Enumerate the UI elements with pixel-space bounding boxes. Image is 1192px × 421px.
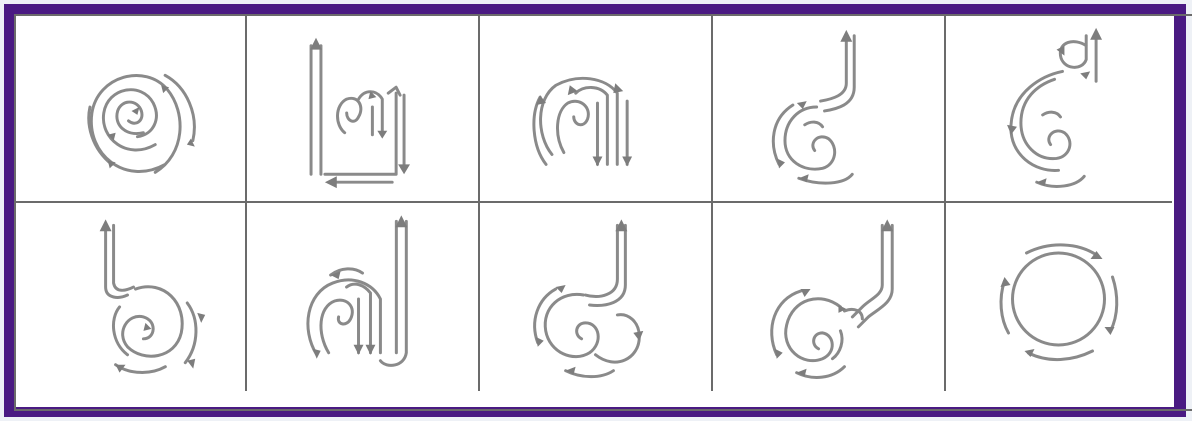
- letter-cell-8: [480, 203, 713, 391]
- letter-cell-4: [713, 16, 946, 203]
- box-letter-2-glyph: [247, 16, 478, 201]
- letter-tracing-grid: [14, 14, 1192, 411]
- hook-letter-4-glyph: [713, 16, 944, 201]
- tail-letter-6-glyph: [16, 203, 245, 391]
- letter-cell-10: [946, 203, 1172, 391]
- letter-cell-2: [247, 16, 480, 203]
- letter-cell-1: [16, 16, 247, 203]
- twist-letter-9-glyph: [713, 203, 944, 391]
- circle-10-glyph: [946, 203, 1172, 391]
- arch-letter-3-glyph: [480, 16, 711, 201]
- letter-cell-7: [247, 203, 480, 391]
- curl-letter-8-glyph: [480, 203, 711, 391]
- swirl-letter-1-glyph: [16, 16, 245, 201]
- letter-cell-9: [713, 203, 946, 391]
- loop-letter-5-glyph: [946, 16, 1172, 201]
- letter-cell-6: [16, 203, 247, 391]
- letter-cell-5: [946, 16, 1172, 203]
- double-arch-letter-7-glyph: [247, 203, 478, 391]
- letter-cell-3: [480, 16, 713, 203]
